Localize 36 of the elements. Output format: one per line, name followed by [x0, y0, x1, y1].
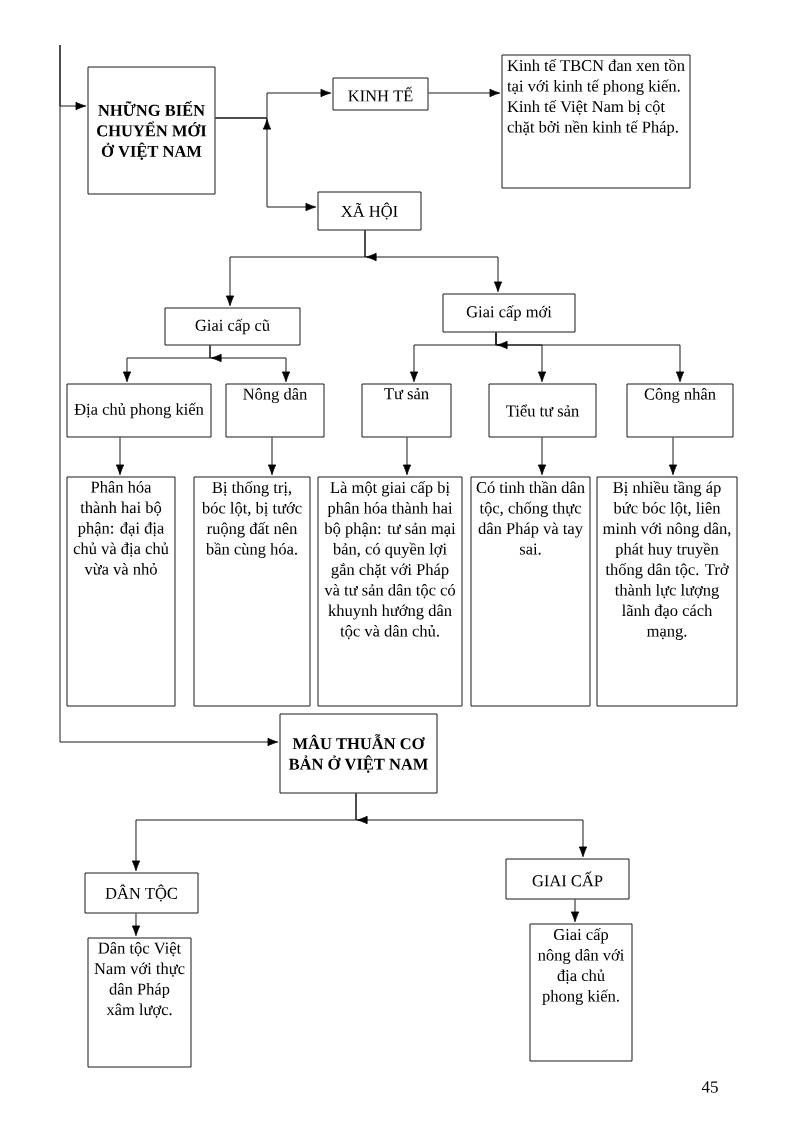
arrow [428, 88, 501, 98]
arrow [495, 332, 685, 383]
arrow [131, 913, 141, 937]
arrow [364, 230, 503, 293]
arrow [215, 117, 317, 212]
group-box: Giai cấp cũ [164, 307, 301, 346]
description-box: Có tinh thần dân tộc, chống thực dân Pháp và tay sai. [470, 476, 591, 707]
description-box: Bị nhiều tầng áp bức bóc lột, liên minh với nông dân, phát huy truyền thống dân tộc. Trở thành lực lượng lãnh đạo cách mạng. [596, 476, 738, 707]
title-box: MÂU THUẪN CƠ BẢN Ở VIỆT NAM [279, 713, 438, 794]
class-box: Công nhân [626, 383, 734, 438]
arrow [209, 345, 291, 383]
class-box: Địa chủ phong kiến [66, 383, 212, 438]
page-number: 45 [701, 1081, 718, 1093]
description-box: Là một giai cấp bị phân hóa thành hai bộ phận: tư sản mại bản, có quyền lợi gắn chặt với Pháp và tư sản dân tộc có khuynh hướng dân tộc và dân chủ. [317, 476, 463, 707]
class-box: Tư sản [361, 383, 452, 438]
category-box: GIAI CẤP [505, 858, 630, 900]
arrow [59, 44, 279, 747]
description-box: Kinh tế TBCN đan xen tồn tại với kinh tế phong kiến. Kinh tế Việt Nam bị cột chặt bởi nền kinh tế Pháp. [501, 54, 691, 189]
group-box: Giai cấp mới [442, 293, 576, 333]
category-box: DÂN TỘC [84, 872, 199, 914]
arrow [402, 437, 412, 476]
class-box: Tiểu tư sản [488, 383, 597, 438]
arrow [355, 793, 588, 858]
arrow [537, 437, 547, 476]
arrow [668, 437, 678, 476]
arrow [115, 437, 125, 476]
category-box: XÃ HỘI [317, 191, 422, 231]
class-box: Nông dân [225, 383, 325, 438]
description-box: Giai cấp nông dân với địa chủ phong kiến. [529, 923, 633, 1062]
description-box: Bị thống trị, bóc lột, bị tước ruộng đất nên bần cùng hóa. [193, 476, 311, 707]
category-box: KINH TẾ [332, 77, 429, 111]
arrow [267, 437, 277, 476]
description-box: Phân hóa thành hai bộ phận: đại địa chủ và địa chủ vừa và nhỏ [66, 476, 176, 707]
title-box: NHỮNG BIẾN CHUYỂN MỚI Ở VIỆT NAM [87, 66, 216, 195]
arrow [570, 899, 580, 923]
description-box: Dân tộc Việt Nam với thực dân Pháp xâm lược. [87, 937, 192, 1068]
